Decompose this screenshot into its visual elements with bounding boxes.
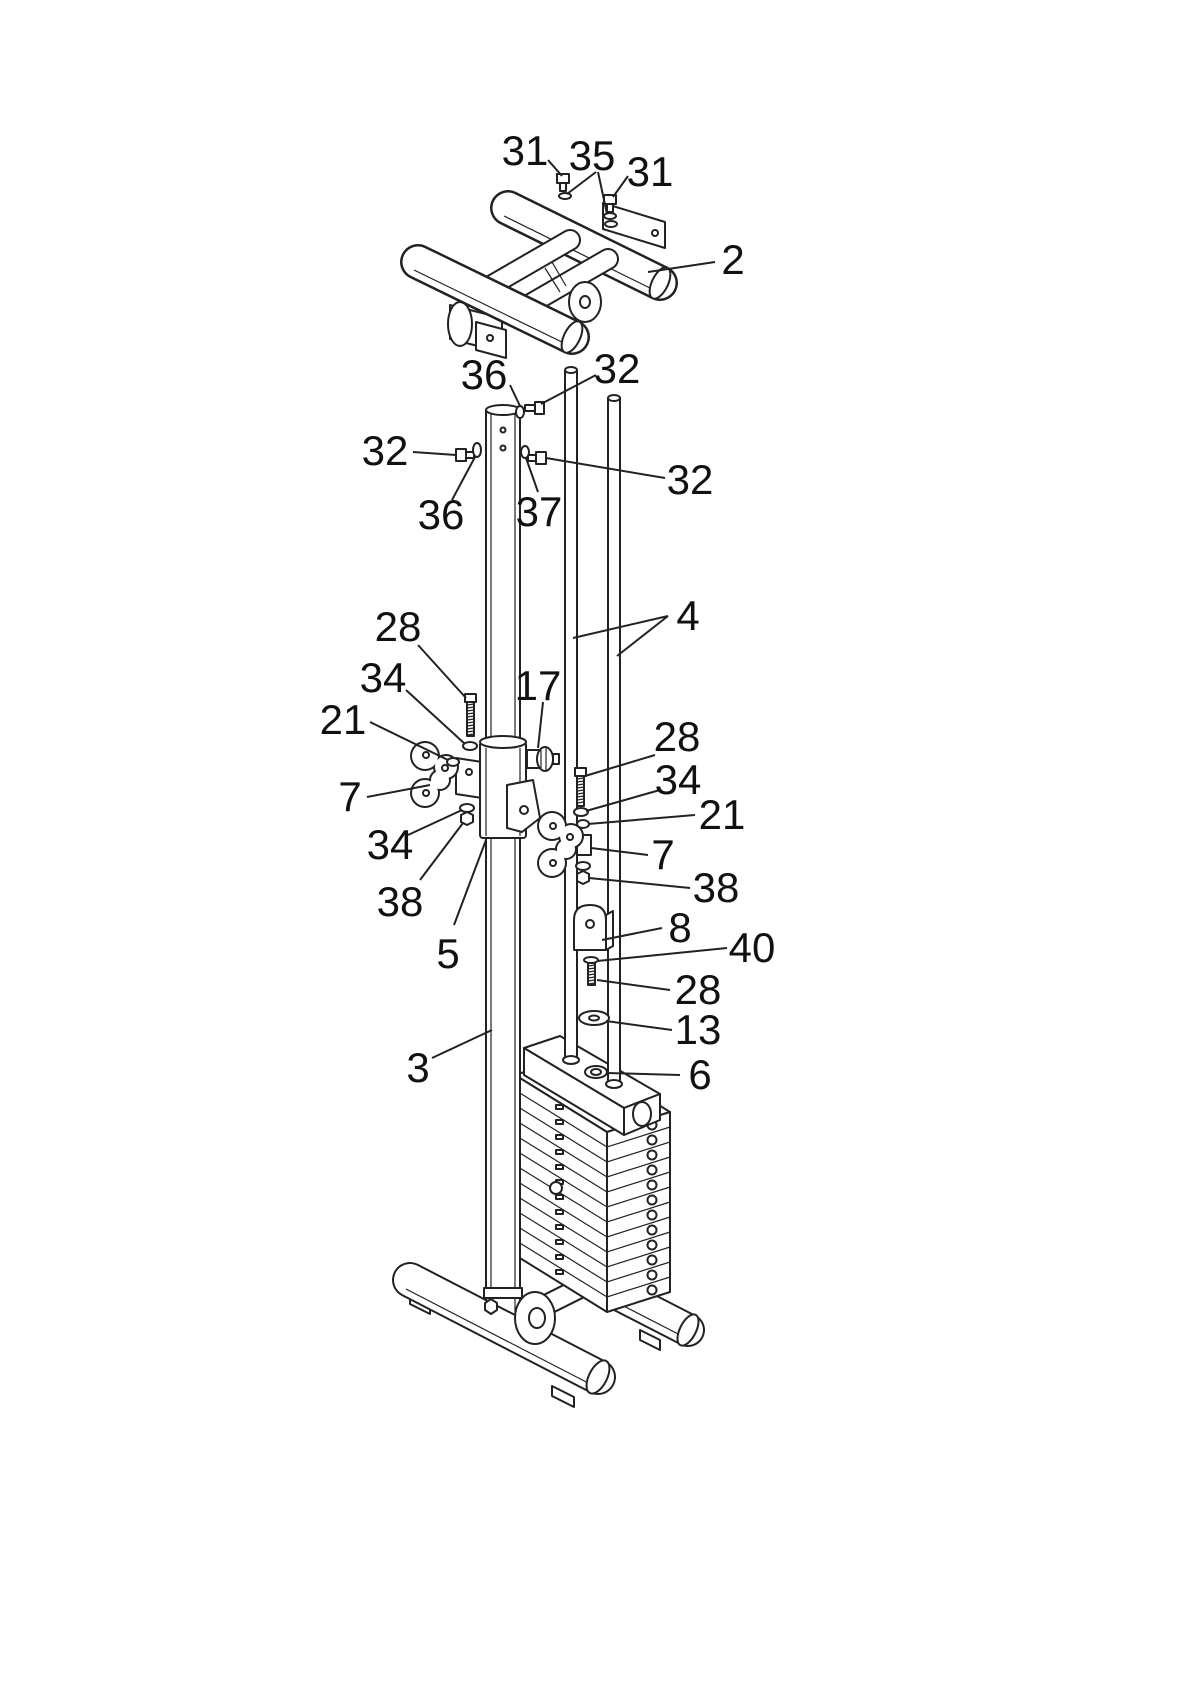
main-post bbox=[484, 405, 522, 1322]
callout-label: 17 bbox=[515, 662, 562, 709]
washer-36-top bbox=[516, 406, 524, 418]
weight-plate-slot bbox=[556, 1135, 563, 1139]
weight-plate-end-hole bbox=[648, 1136, 657, 1145]
callout-label: 3 bbox=[406, 1044, 429, 1091]
bolt-28-left bbox=[465, 694, 476, 736]
weight-plate-end-hole bbox=[648, 1241, 657, 1250]
weight-plate-end-hole bbox=[648, 1226, 657, 1235]
callout-label: 21 bbox=[699, 791, 746, 838]
callout-label: 32 bbox=[667, 456, 714, 503]
washer-21-left bbox=[447, 758, 459, 766]
callout-label: 37 bbox=[516, 488, 563, 535]
weight-plate-slot bbox=[556, 1255, 563, 1259]
washer-37 bbox=[521, 446, 529, 458]
callout-label: 13 bbox=[675, 1006, 722, 1053]
callout-label: 28 bbox=[654, 713, 701, 760]
weight-plate-slot bbox=[556, 1225, 563, 1229]
callout-label: 6 bbox=[688, 1051, 711, 1098]
top-pulley bbox=[569, 282, 601, 322]
weight-plate-end-hole bbox=[648, 1211, 657, 1220]
weight-plate-end-hole bbox=[648, 1181, 657, 1190]
callout-label: 7 bbox=[338, 773, 361, 820]
washer-34-right-lower bbox=[576, 862, 590, 870]
callout-label: 32 bbox=[362, 427, 409, 474]
callout-label: 34 bbox=[360, 654, 407, 701]
post-base-bolt bbox=[485, 1299, 497, 1314]
weight-plate-end-hole bbox=[648, 1256, 657, 1265]
callout-label: 5 bbox=[436, 930, 459, 977]
washer-35-right bbox=[604, 213, 616, 219]
weight-plate-end-hole bbox=[648, 1286, 657, 1295]
weight-plate-slot bbox=[556, 1120, 563, 1124]
guide-rod-left bbox=[563, 367, 579, 1064]
callout-label: 2 bbox=[721, 236, 744, 283]
callout-label: 38 bbox=[377, 878, 424, 925]
washer-13 bbox=[579, 1011, 609, 1025]
carriage-left-plate bbox=[456, 758, 482, 798]
weight-plate-slot bbox=[556, 1150, 563, 1154]
weight-plate-end-hole bbox=[648, 1271, 657, 1280]
callout-label: 31 bbox=[502, 127, 549, 174]
callout-label: 34 bbox=[655, 756, 702, 803]
bolt-28-right bbox=[575, 768, 586, 806]
weight-plate-slot bbox=[556, 1105, 563, 1109]
weight-plate-end-hole bbox=[648, 1151, 657, 1160]
washer-21-right bbox=[577, 820, 589, 828]
washer-34-right-upper bbox=[574, 808, 588, 816]
callout-label: 38 bbox=[693, 864, 740, 911]
callout-label: 28 bbox=[375, 603, 422, 650]
weight-plate-slot bbox=[556, 1270, 563, 1274]
callout-label: 21 bbox=[320, 696, 367, 743]
weight-plate-slot bbox=[556, 1240, 563, 1244]
weight-plate-end-hole bbox=[648, 1196, 657, 1205]
callout-label: 35 bbox=[569, 132, 616, 179]
weight-plate-slot bbox=[556, 1165, 563, 1169]
callout-label: 36 bbox=[461, 351, 508, 398]
weight-plate-end-hole bbox=[648, 1166, 657, 1175]
washer-35-left bbox=[559, 193, 571, 199]
bolt-28-lower bbox=[588, 963, 595, 985]
callout-label: 36 bbox=[418, 491, 465, 538]
selector-pin bbox=[550, 1182, 562, 1194]
callout-label: 34 bbox=[367, 821, 414, 868]
callout-label: 8 bbox=[668, 904, 691, 951]
base-pulley bbox=[515, 1292, 555, 1344]
callout-label: 32 bbox=[594, 345, 641, 392]
weight-plate-slot bbox=[556, 1210, 563, 1214]
callout-label: 4 bbox=[676, 592, 699, 639]
callout-label: 40 bbox=[729, 924, 776, 971]
callout-label: 31 bbox=[627, 148, 674, 195]
callout-label: 7 bbox=[651, 831, 674, 878]
nut-38-right bbox=[577, 871, 589, 884]
washer-36-left bbox=[473, 443, 481, 457]
weight-plate-slot bbox=[556, 1195, 563, 1199]
